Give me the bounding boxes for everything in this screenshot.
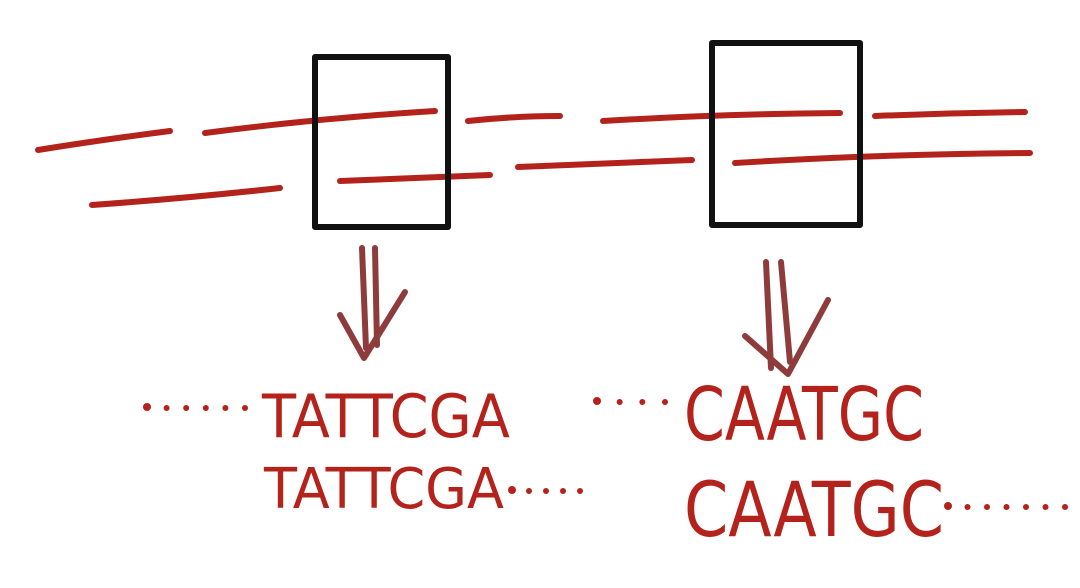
ellipsis-dot — [222, 405, 229, 411]
ellipsis-dot — [560, 488, 566, 494]
ellipsis-dot — [143, 403, 151, 411]
strand-segment — [515, 157, 695, 170]
strand-segment — [872, 109, 1028, 119]
strand-segment — [35, 128, 173, 153]
down-arrow-left-icon — [337, 245, 408, 361]
ellipsis-dot — [1003, 504, 1010, 510]
ellipsis-dot — [1042, 504, 1049, 510]
down-arrow-right-icon — [742, 259, 831, 377]
ellipsis-dot — [508, 486, 516, 494]
ellipsis-dot — [543, 488, 549, 494]
strand-segment — [337, 172, 493, 184]
sequence-left-top: TATTCGA — [261, 382, 510, 452]
strand-segment — [465, 113, 563, 124]
ellipsis-dot — [577, 488, 583, 494]
strand-segment — [89, 185, 283, 208]
overlap-box-right — [709, 40, 863, 228]
ellipsis-dot — [662, 399, 668, 405]
ellipsis-dot — [183, 405, 190, 411]
overlap-box-left — [312, 54, 451, 230]
strand-segment — [202, 108, 438, 136]
sequence-right-top: CAATGC — [684, 372, 924, 458]
ellipsis-dot — [202, 405, 209, 411]
sequence-left-bottom: TATTCGA — [263, 457, 504, 522]
continuation-dots — [143, 397, 1068, 510]
ellipsis-dot — [163, 405, 170, 411]
read-strands-top — [35, 108, 1028, 153]
ellipsis-dot — [1023, 504, 1029, 510]
read-strands-bottom — [89, 150, 1033, 208]
ellipsis-dot — [242, 405, 248, 411]
ellipsis-dot — [526, 488, 532, 494]
strand-segment — [600, 110, 843, 124]
ellipsis-dot — [639, 399, 646, 405]
ellipsis-dot — [964, 504, 971, 510]
ellipsis-dot — [593, 397, 601, 405]
strand-segment — [732, 150, 1033, 166]
ellipsis-dot — [944, 502, 952, 510]
sequence-right-bottom: CAATGC — [684, 465, 944, 554]
ellipsis-dot — [984, 504, 990, 510]
ellipsis-dot — [616, 399, 623, 405]
ellipsis-dot — [1062, 504, 1068, 510]
